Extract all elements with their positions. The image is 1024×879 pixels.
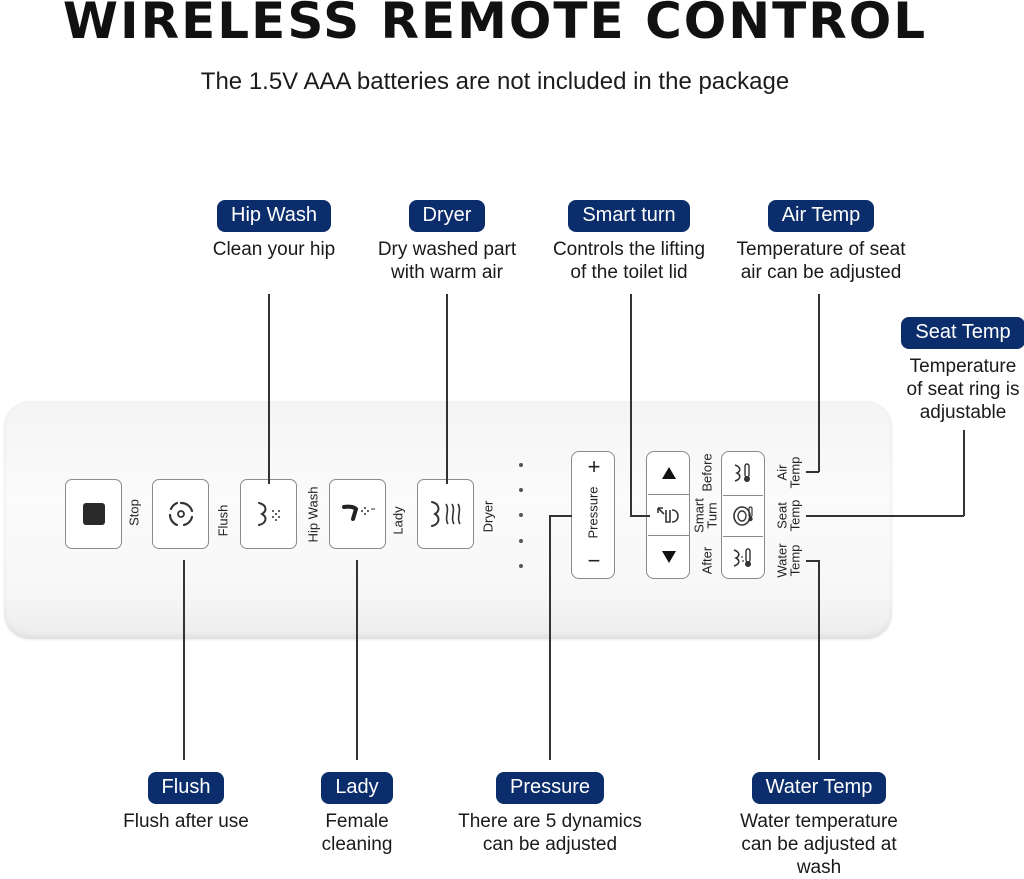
smart-turn-leader-v [630, 294, 632, 516]
pressure-level-dot [519, 564, 523, 568]
flush-callout: Flush Flush after use [106, 772, 266, 833]
flush-desc: Flush after use [123, 811, 249, 832]
water-temp-badge: Water Temp [751, 772, 887, 804]
smart-turn-badge: Smart turn [568, 200, 690, 232]
hip-wash-desc: Clean your hip [212, 239, 336, 260]
stop-label: Stop [126, 499, 142, 526]
hip-wash-label: Hip Wash [305, 486, 321, 543]
dryer-button[interactable] [417, 479, 474, 549]
seat-temp-icon [733, 506, 753, 526]
pressure-level-dot [519, 488, 523, 492]
seat-temp-button[interactable] [723, 495, 763, 537]
pressure-level-dot [519, 513, 523, 517]
flush-leader [183, 560, 185, 760]
battery-note: The 1.5V AAA batteries are not included … [200, 68, 790, 95]
air-temp-button[interactable] [723, 453, 763, 493]
lady-leader [356, 560, 358, 760]
toilet-lid-icon [657, 507, 679, 523]
lady-badge: Lady [321, 772, 393, 804]
smart-turn-leader-h [630, 515, 650, 517]
flush-swirl-icon [168, 501, 193, 527]
page-title: WIRELESS REMOTE CONTROL [62, 0, 928, 50]
seat-temp-leader-h [806, 515, 964, 517]
water-temp-leader-h [806, 560, 819, 562]
lid-up-button[interactable] [648, 454, 690, 492]
hip-wash-callout: Hip Wash Clean your hip [194, 200, 354, 261]
lady-label: Lady [390, 506, 406, 535]
temp-column [721, 451, 765, 579]
stop-button[interactable] [65, 479, 122, 549]
stop-square-icon [82, 503, 105, 525]
hip-wash-button[interactable] [240, 479, 297, 549]
hip-wash-leader [268, 294, 270, 484]
seat-temp-leader-v [963, 430, 965, 516]
lady-wash-icon [341, 504, 375, 521]
lady-button[interactable] [329, 479, 386, 549]
hip-wash-badge: Hip Wash [217, 200, 331, 232]
smart-turn-button[interactable] [648, 494, 690, 536]
air-temp-badge: Air Temp [767, 200, 875, 232]
air-temp-leader-h [806, 471, 819, 473]
pressure-level-dot [519, 539, 523, 543]
flush-label: Flush [215, 504, 231, 537]
air-temp-leader-v [818, 294, 820, 472]
water-temp-icon [733, 548, 751, 567]
pressure-minus-button[interactable]: − [587, 548, 601, 573]
pressure-leader-v [549, 515, 551, 760]
smart-turn-label-2: Turn [704, 502, 720, 529]
dryer-leader [446, 294, 448, 484]
pressure-rocker: + Pressure − [571, 451, 615, 579]
seat-temp-badge: Seat Temp [901, 317, 1024, 349]
pressure-level-dot [519, 463, 523, 467]
pressure-badge: Pressure [495, 772, 605, 804]
pressure-plus-button[interactable]: + [587, 454, 601, 479]
arrow-down-icon [662, 551, 676, 563]
lid-down-button[interactable] [648, 538, 690, 576]
flush-button[interactable] [152, 479, 209, 549]
water-temp-leader-v [818, 560, 820, 760]
after-label: After [699, 546, 715, 575]
pressure-leader-h [550, 515, 572, 517]
flush-badge: Flush [147, 772, 225, 804]
water-temp-label-2: Temp [787, 544, 803, 577]
pressure-label: Pressure [585, 486, 601, 539]
hip-wash-icon [257, 502, 280, 526]
water-temp-button[interactable] [723, 538, 763, 578]
dryer-label: Dryer [480, 500, 496, 533]
dryer-air-icon [430, 501, 461, 527]
air-temp-icon [734, 463, 750, 482]
arrow-up-icon [662, 467, 676, 479]
seat-temp-label-2: Temp [787, 499, 803, 532]
dryer-badge: Dryer [408, 200, 486, 232]
